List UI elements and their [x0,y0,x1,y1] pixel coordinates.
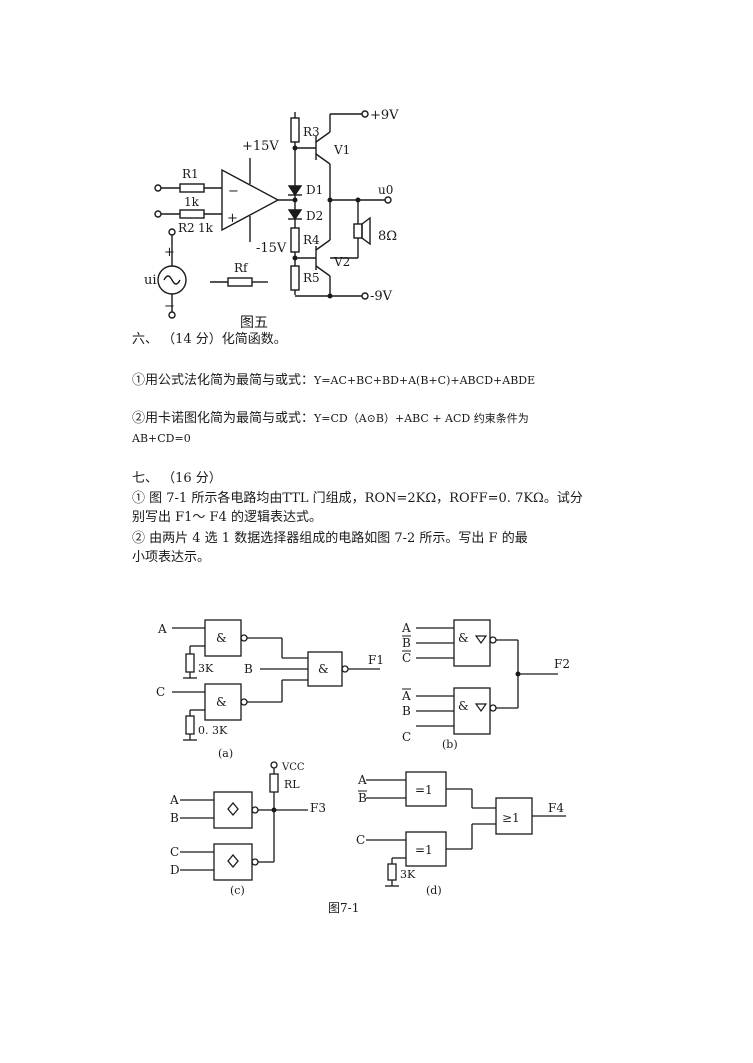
b-gate1-symbol: & [458,631,469,645]
q2-prefix: ②用卡诺图化简为最简与或式： [132,411,315,426]
label-rf: Rf [234,261,249,275]
c-gate-top [213,791,253,829]
b-gate2-symbol: & [458,699,469,713]
section-7-q1-line1: ① 图 7-1 所示各电路均由TTL 门组成，RON=2KΩ，ROFF=0. 7… [132,491,583,506]
b-sub-label: (b) [442,738,458,751]
ui-plus: + [164,245,175,260]
section-7-q1-line2: 别写出 F1～ F4 的逻辑表达式。 [132,510,322,525]
a-sub-label: (a) [218,747,233,760]
r3-resistor [290,117,300,143]
a-input-b: B [244,662,253,676]
q2-expression: Y=CD（A⊙B）+ABC + ACD 约束条件为 [314,412,529,425]
label-v2: V2 [333,255,350,269]
d1-diode [287,185,303,197]
d-xor1-symbol: =1 [415,783,433,797]
b-output-f2: F2 [554,657,570,671]
label-minus9: -9V [370,289,393,304]
c-sub-label: (c) [230,884,245,897]
r2-resistor [179,209,205,219]
r1-resistor [179,183,205,193]
rf-resistor [227,277,253,287]
a-resistor-3k [185,653,195,673]
section-7-title: 七、 （16 分） [132,471,222,486]
b-input-4: A [401,689,411,703]
ui-minus: − [164,299,175,314]
c-input-d: D [170,863,180,877]
a-output-f1: F1 [368,653,384,667]
label-r1-value: 1k [184,195,200,209]
c-gate-bottom [213,843,253,881]
label-uo: u0 [378,183,393,197]
label-ui: ui [144,273,157,288]
b-input-2: B [402,636,411,650]
section-6-title: 六、 （14 分）化简函数。 [132,332,287,347]
c-input-c: C [170,845,179,859]
r4-resistor [290,227,300,253]
a-gate2-symbol: & [216,695,227,709]
label-plus9: +9V [370,108,399,123]
label-d1: D1 [306,183,323,197]
r2-input-terminal [154,210,162,218]
label-d2: D2 [306,209,323,223]
d-output-f4: F4 [548,801,564,815]
op-amp [221,168,280,232]
opamp-plus: + [227,211,238,226]
label-speaker: 8Ω [378,229,397,244]
label-plus15: +15V [242,139,279,154]
c-rl-label: RL [284,778,300,791]
d-input-c: C [356,833,365,847]
section-6-q2-cont: AB+CD=0 [132,432,191,445]
d2-diode [287,209,303,221]
a-resistor-03k [185,715,195,735]
r1-input-terminal [154,184,162,192]
b-input-1: A [401,621,411,635]
d-r-label: 3K [400,868,416,881]
q1-expression: Y=AC+BC+BD+A(B+C)+ABCD+ABDE [314,374,536,387]
section-7-q2-line1: ② 由两片 4 选 1 数据选择器组成的电路如图 7-2 所示。写出 F 的最 [132,531,528,546]
label-r3: R3 [303,125,320,139]
d-or-symbol: ≥1 [502,811,520,825]
b-input-6: C [402,730,411,744]
r5-resistor [290,265,300,291]
section-7-q2-line2: 小项表达示。 [132,550,211,565]
d-xor2-symbol: =1 [415,843,433,857]
label-r4: R4 [303,233,320,247]
c-output-f3: F3 [310,801,326,815]
c-input-b: B [170,811,179,825]
a-input-a: A [157,622,167,636]
a-r-bot-label: 0. 3K [198,724,228,737]
figure-7-1: A B C & & & 3K 0. 3K F1 (a) A B C A B C … [156,619,570,915]
b-input-5: B [402,704,411,718]
figure-5-caption: 图五 [240,315,268,331]
label-r5: R5 [303,271,320,285]
a-r-top-label: 3K [198,662,214,675]
a-input-c: C [156,685,165,699]
d-resistor-3k [387,863,397,881]
vcc-terminal [270,761,278,769]
c-input-a: A [169,793,179,807]
speaker-icon [353,223,363,239]
section-6-q2: ②用卡诺图化简为最简与或式：Y=CD（A⊙B）+ABC + ACD 约束条件为 [132,410,529,428]
section-6-q1: ①用公式法化简为最简与或式：Y=AC+BC+BD+A(B+C)+ABCD+ABD… [132,372,535,390]
label-r2: R2 [178,221,195,235]
label-minus15: -15V [256,241,287,256]
d-input-b: B [358,791,367,805]
label-r2-value: 1k [198,221,214,235]
a-gate3-symbol: & [318,662,329,676]
c-resistor-rl [269,773,279,793]
c-vcc-label: VCC [281,762,305,773]
b-input-3: C [402,651,411,665]
label-v1: V1 [333,143,350,157]
d-input-a: A [357,773,367,787]
a-gate1-symbol: & [216,631,227,645]
q1-prefix: ①用公式法化简为最简与或式： [132,373,315,388]
figure-5-circuit: − + +15V -15V R1 1k R2 1k R3 D1 D2 R4 R5… [144,108,399,331]
d-sub-label: (d) [426,884,442,897]
label-r1: R1 [182,167,199,181]
figure-7-1-caption: 图7-1 [328,901,359,915]
opamp-minus: − [228,184,239,199]
